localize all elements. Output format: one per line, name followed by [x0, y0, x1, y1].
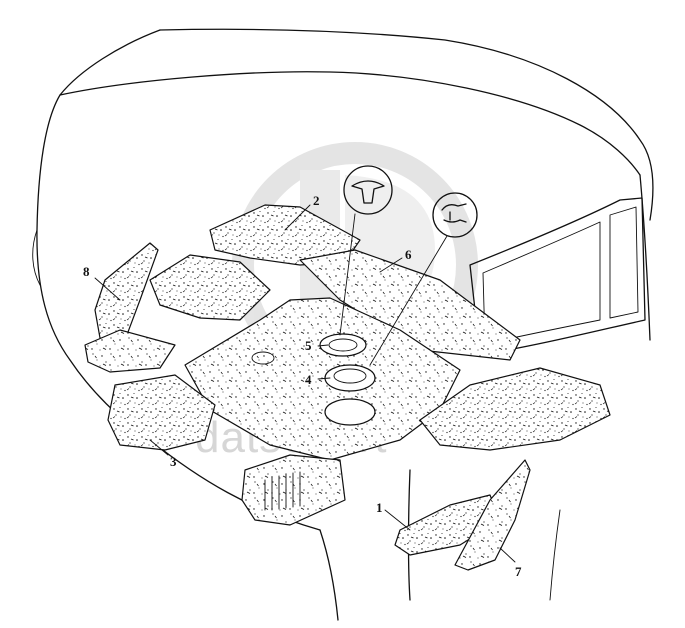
callout-5: 5	[305, 338, 312, 353]
detail-circle-b	[432, 192, 478, 238]
callout-2: 2	[313, 193, 320, 208]
right-cowl-insulation	[454, 459, 531, 571]
detail-circle-a	[343, 165, 393, 215]
callout-7: 7	[515, 564, 522, 579]
leader-lines	[94, 204, 516, 563]
hatch-cover	[324, 398, 376, 426]
cab-body	[32, 28, 654, 621]
left-floor-step	[84, 329, 176, 373]
dash-lower-insulation	[107, 374, 216, 451]
callout-8: 8	[83, 264, 90, 279]
callout-4: 4	[305, 372, 312, 387]
floor-hatch	[251, 333, 376, 426]
left-floor-insulation	[149, 254, 271, 321]
left-cowl-insulation	[94, 242, 159, 341]
right-floor-insulation	[419, 367, 611, 451]
callout-1: 1	[376, 500, 383, 515]
callout-3: 3	[170, 454, 177, 469]
callout-6: 6	[405, 247, 412, 262]
front-bulkhead-insulation	[241, 454, 346, 526]
ring-5	[319, 333, 367, 357]
bulkhead-grille	[264, 471, 301, 511]
